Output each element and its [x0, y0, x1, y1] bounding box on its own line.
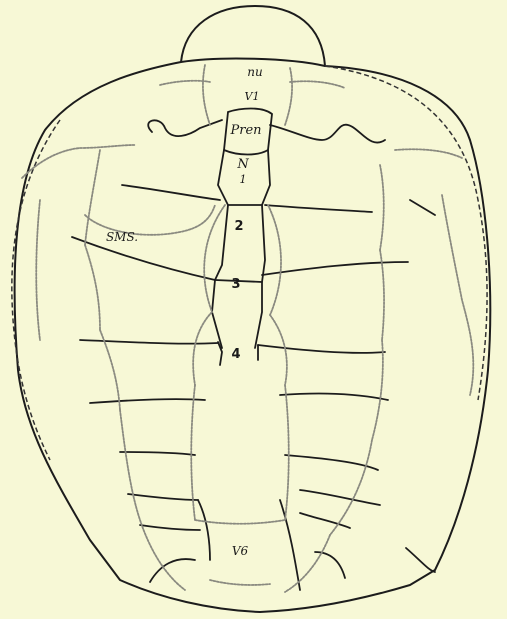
- scute-sulci: [22, 65, 473, 592]
- label-nuchal: nu: [247, 65, 262, 79]
- restored-outline-right: [325, 66, 487, 400]
- label-vertebral-6: V6: [232, 544, 249, 558]
- carapace-outline: [15, 59, 491, 612]
- neural-column: [212, 109, 272, 366]
- label-supramarginal: SMS.: [106, 230, 138, 244]
- label-vertebral-1: V1: [245, 90, 260, 103]
- pleural-sutures: [72, 120, 435, 590]
- nuchal-dome: [181, 6, 325, 66]
- label-neural-2: 2: [234, 219, 243, 234]
- label-preneural: Pren: [229, 123, 261, 138]
- label-neural-1-bottom: 1: [240, 173, 247, 186]
- label-neural-1-top: N: [236, 157, 249, 172]
- label-neural-4: 4: [231, 347, 240, 362]
- label-neural-3: 3: [231, 277, 240, 292]
